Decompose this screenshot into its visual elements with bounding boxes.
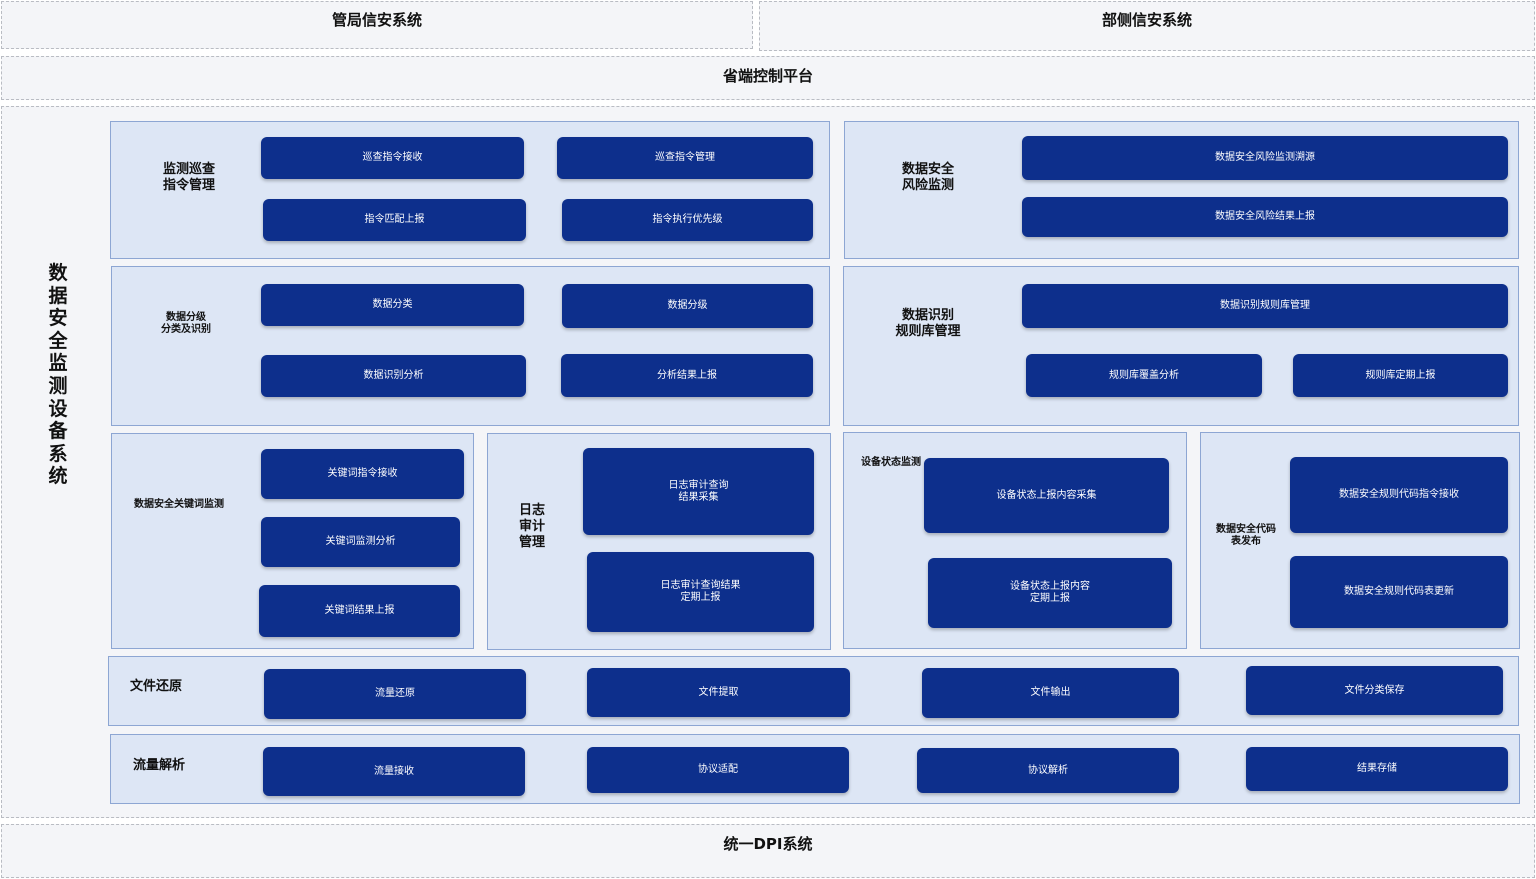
protocol-adapt-button[interactable]: 协议适配: [587, 747, 849, 793]
protocol-parse-button[interactable]: 协议解析: [917, 748, 1179, 793]
code-table-update-button[interactable]: 数据安全规则代码表更新: [1290, 556, 1508, 628]
platform-bar: 省端控制平台: [1, 56, 1535, 100]
traffic-receive-button[interactable]: 流量接收: [263, 747, 525, 796]
platform-label: 省端控制平台: [722, 67, 813, 85]
traffic-restore-button[interactable]: 流量还原: [264, 669, 526, 719]
rule-periodic-report-button[interactable]: 规则库定期上报: [1293, 354, 1508, 397]
left-system-label: 管局信安系统: [331, 11, 422, 29]
patrol-command-manage-button[interactable]: 巡查指令管理: [557, 137, 813, 179]
keyword-module-title: 数据安全关键词监测: [134, 499, 224, 510]
analysis-result-report-button[interactable]: 分析结果上报: [561, 354, 813, 397]
log-query-collect-button[interactable]: 日志审计查询 结果采集: [583, 448, 814, 535]
keyword-command-receive-button[interactable]: 关键词指令接收: [261, 449, 464, 499]
file-output-button[interactable]: 文件输出: [922, 668, 1179, 718]
risk-trace-button[interactable]: 数据安全风险监测溯源: [1022, 136, 1508, 180]
code-module-title: 数据安全代码 表发布: [1216, 524, 1276, 547]
data-identify-analysis-button[interactable]: 数据识别分析: [261, 355, 526, 397]
rule-library-manage-button[interactable]: 数据识别规则库管理: [1022, 284, 1508, 328]
dpi-system-label: 统一DPI系统: [723, 835, 813, 853]
patrol-command-receive-button[interactable]: 巡查指令接收: [261, 137, 524, 179]
device-status-report-button[interactable]: 设备状态上报内容 定期上报: [928, 558, 1172, 628]
right-system-label: 部侧信安系统: [1101, 11, 1192, 29]
code-command-receive-button[interactable]: 数据安全规则代码指令接收: [1290, 457, 1508, 533]
data-grading-button[interactable]: 数据分级: [562, 284, 813, 328]
rules-module-title: 数据识别 规则库管理: [895, 308, 961, 339]
rule-coverage-analysis-button[interactable]: 规则库覆盖分析: [1026, 354, 1262, 397]
left-system-bar: 管局信安系统: [1, 1, 753, 49]
keyword-result-report-button[interactable]: 关键词结果上报: [259, 585, 460, 637]
device-module-title: 设备状态监测: [861, 457, 921, 468]
main-system-title: 数据安全监测设备系统: [48, 262, 68, 488]
log-query-report-button[interactable]: 日志审计查询结果 定期上报: [587, 552, 814, 632]
risk-module-title: 数据安全 风险监测: [901, 162, 954, 193]
keyword-monitor-analysis-button[interactable]: 关键词监测分析: [261, 517, 460, 567]
file-classify-save-button[interactable]: 文件分类保存: [1246, 666, 1503, 715]
log-module-title: 日志 审计 管理: [518, 503, 545, 550]
risk-result-report-button[interactable]: 数据安全风险结果上报: [1022, 197, 1508, 237]
dpi-system-bar: 统一DPI系统: [1, 824, 1535, 878]
data-classification-button[interactable]: 数据分类: [261, 284, 524, 326]
patrol-module-title: 监测巡查 指令管理: [162, 162, 215, 193]
device-status-collect-button[interactable]: 设备状态上报内容采集: [924, 458, 1169, 533]
file-module-title: 文件还原: [129, 679, 182, 694]
classify-module-title: 数据分级 分类及识别: [161, 312, 211, 335]
right-system-bar: 部侧信安系统: [759, 1, 1535, 51]
command-priority-button[interactable]: 指令执行优先级: [562, 199, 813, 241]
result-store-button[interactable]: 结果存储: [1246, 747, 1508, 791]
traffic-module-title: 流量解析: [132, 758, 185, 773]
command-match-report-button[interactable]: 指令匹配上报: [263, 199, 526, 241]
file-extract-button[interactable]: 文件提取: [587, 668, 850, 717]
